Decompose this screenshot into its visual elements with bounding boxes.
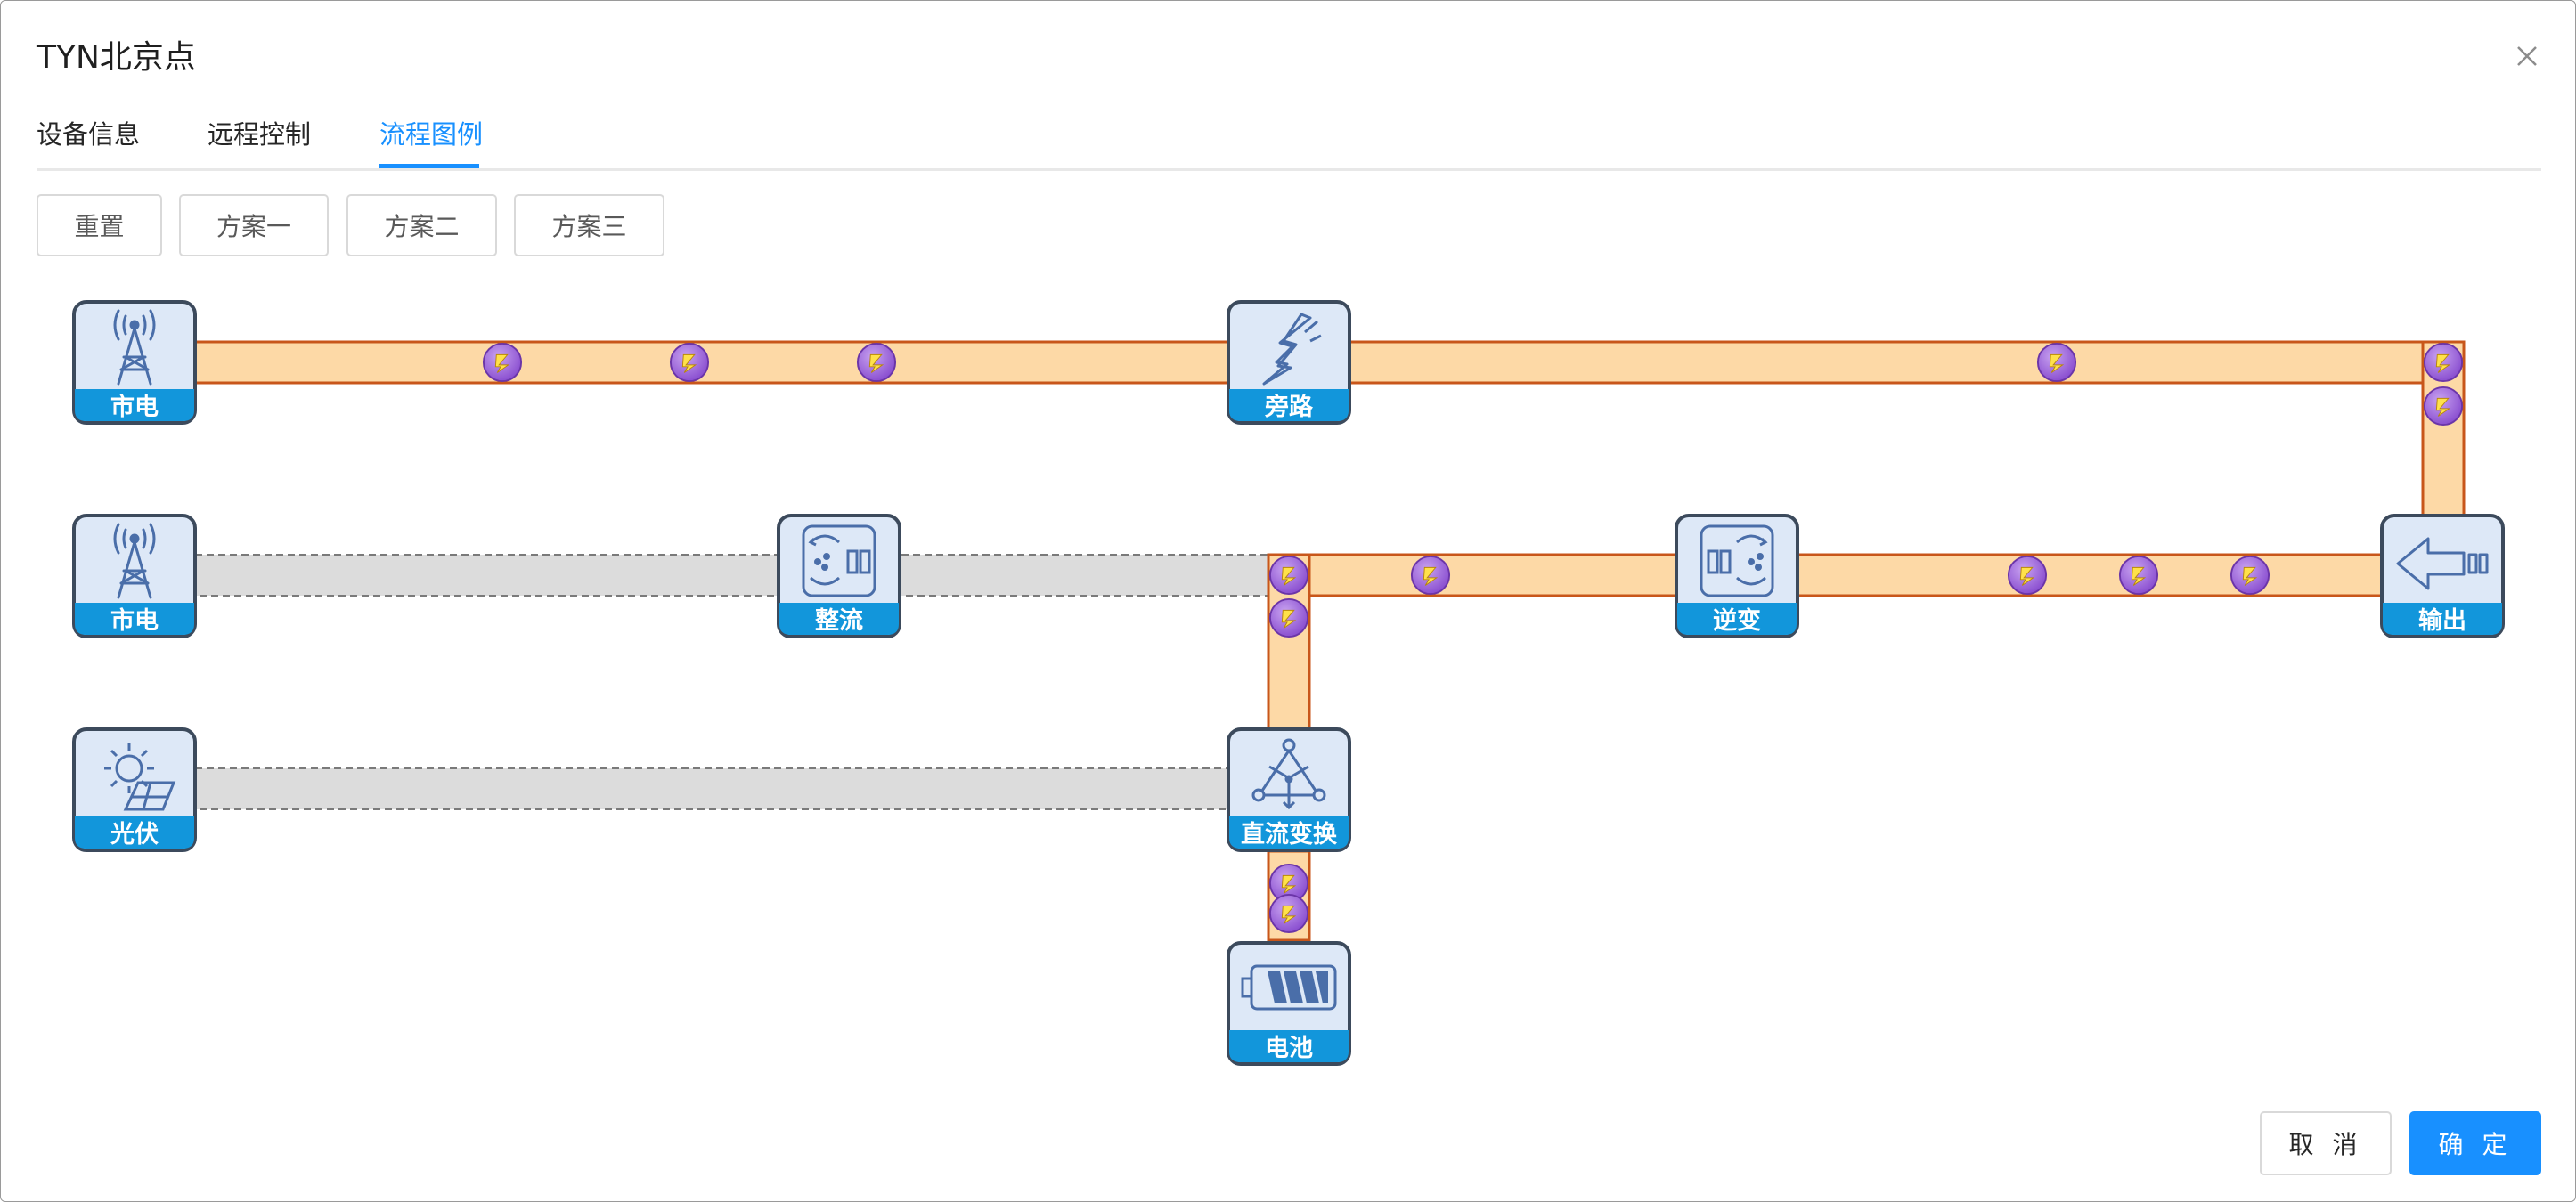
node-label: 整流	[815, 607, 863, 635]
flow-dot	[2423, 342, 2464, 383]
plan-one-button[interactable]: 方案一	[179, 194, 329, 256]
flow-dot	[2423, 386, 2464, 426]
tab-device-info[interactable]: 设备信息	[37, 119, 141, 150]
node-solar[interactable]: 光伏	[72, 727, 197, 852]
flow-dot	[1268, 555, 1309, 596]
flow-dot	[856, 342, 897, 383]
node-label: 电池	[1265, 1035, 1313, 1062]
lightning-icon	[1262, 313, 1322, 386]
flow-dot	[669, 342, 710, 383]
solar-panel-icon	[104, 743, 176, 811]
node-mains-top[interactable]: 市电	[72, 300, 197, 425]
flow-dot	[1410, 555, 1451, 596]
active-tab-indicator	[379, 164, 479, 168]
power-tower-icon	[113, 309, 156, 386]
node-label: 直流变换	[1241, 820, 1338, 849]
node-battery[interactable]: 电池	[1227, 941, 1351, 1066]
node-label: 输出	[2418, 606, 2466, 635]
tab-bar: 设备信息 远程控制 流程图例	[37, 111, 2541, 171]
flow-dot	[2118, 555, 2159, 596]
reset-button[interactable]: 重置	[37, 194, 162, 256]
flow-dot	[1268, 597, 1309, 638]
close-icon[interactable]	[2506, 35, 2548, 77]
pipe-solar-to-dc-inactive	[194, 767, 1229, 810]
node-label: 市电	[110, 606, 159, 635]
output-arrow-icon	[2396, 537, 2489, 590]
flow-dot	[2230, 555, 2270, 596]
node-bypass[interactable]: 旁路	[1227, 300, 1351, 425]
node-label: 逆变	[1713, 606, 1761, 635]
flow-dot	[2007, 555, 2048, 596]
tab-flow-diagram[interactable]: 流程图例	[379, 119, 484, 150]
tab-remote-control[interactable]: 远程控制	[208, 119, 312, 150]
pipe-mains-to-dc-inactive	[194, 554, 1287, 597]
plan-two-button[interactable]: 方案二	[346, 194, 497, 256]
flow-dot	[482, 342, 523, 383]
dialog-title: TYN北京点	[37, 39, 196, 76]
plan-three-button[interactable]: 方案三	[514, 194, 664, 256]
node-label: 旁路	[1264, 393, 1314, 421]
node-dc-converter[interactable]: 直流变换	[1227, 727, 1351, 852]
node-rectifier[interactable]: 整流	[777, 514, 901, 638]
node-label: 市电	[110, 393, 159, 421]
battery-icon	[1241, 964, 1337, 1011]
power-tower-icon	[113, 523, 156, 599]
flow-dot	[1268, 893, 1309, 934]
confirm-button[interactable]: 确 定	[2409, 1111, 2541, 1175]
rectifier-icon	[802, 524, 876, 597]
node-label: 光伏	[110, 821, 159, 849]
node-output[interactable]: 输出	[2380, 514, 2505, 638]
dc-converter-icon	[1251, 738, 1326, 810]
inverter-icon	[1700, 524, 1774, 597]
flow-dot	[2036, 342, 2077, 383]
node-mains-mid[interactable]: 市电	[72, 514, 197, 638]
node-inverter[interactable]: 逆变	[1675, 514, 1799, 638]
cancel-button[interactable]: 取 消	[2260, 1111, 2392, 1175]
